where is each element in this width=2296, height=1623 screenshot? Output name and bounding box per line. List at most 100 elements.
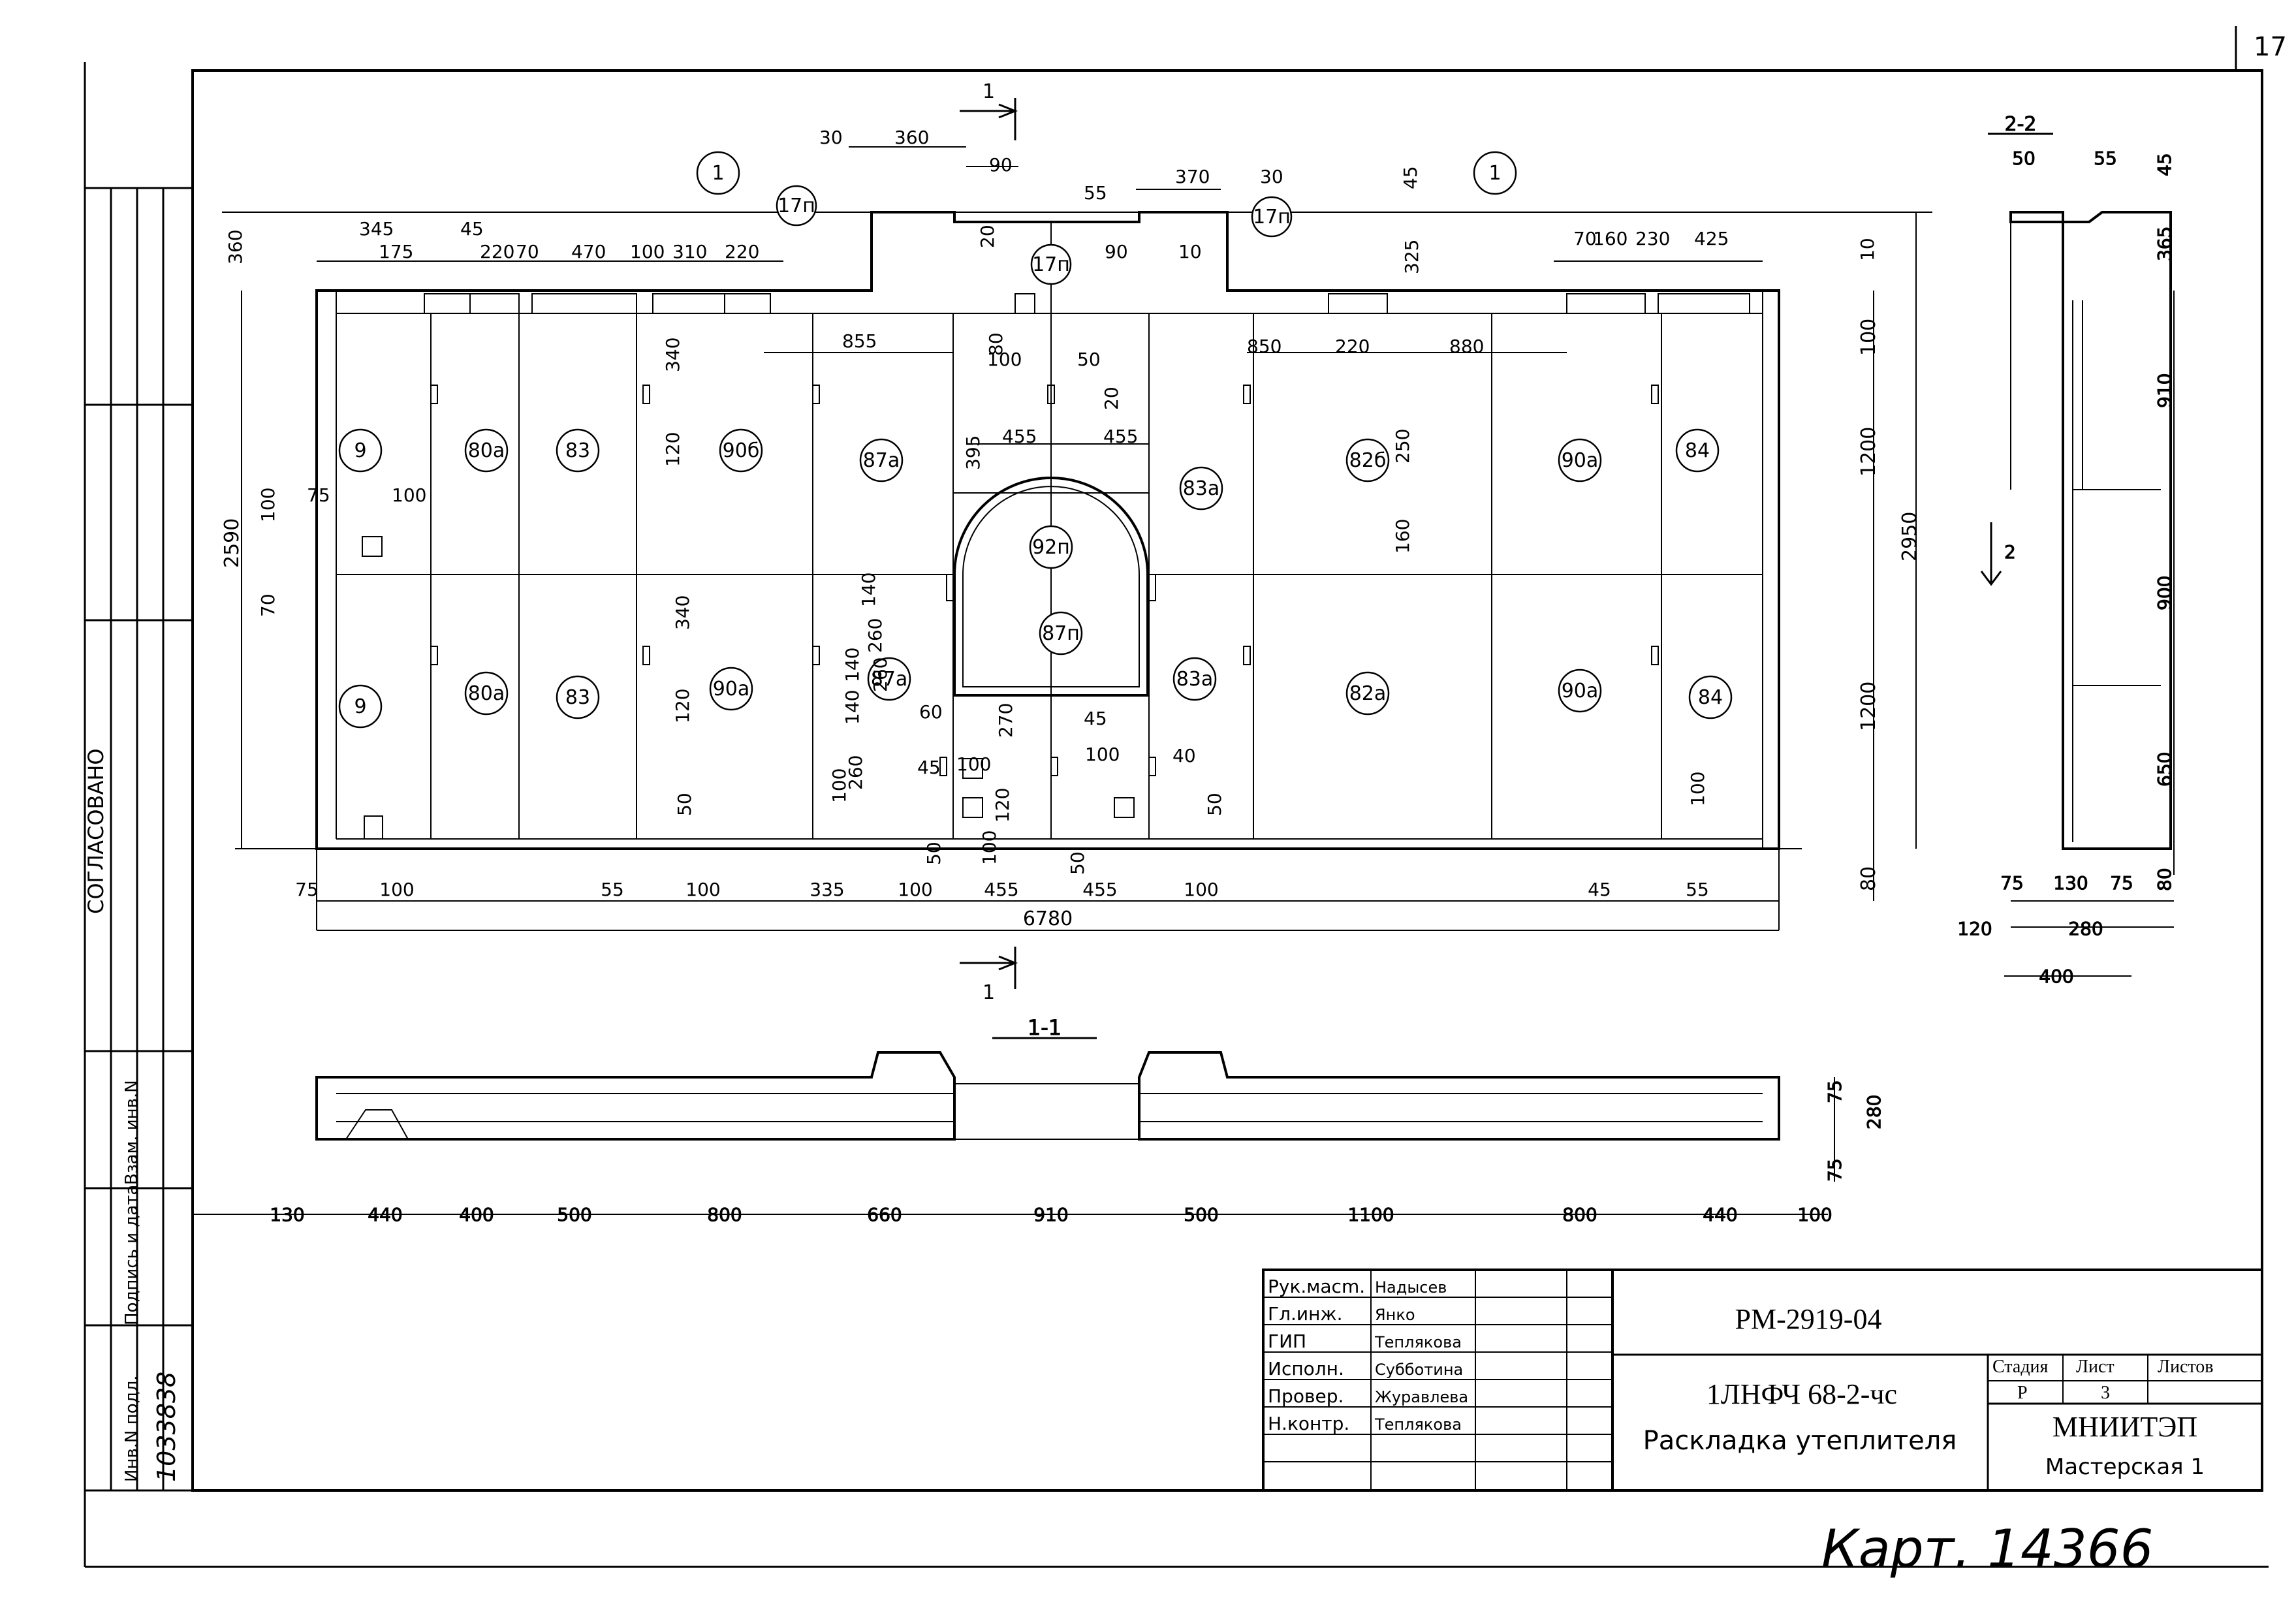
overall-height-label: 2590 xyxy=(221,518,244,568)
dimension-label: 800 xyxy=(707,1204,742,1225)
dimension-label: 45 xyxy=(2154,153,2175,176)
dimension-label: 90 xyxy=(989,154,1013,176)
dimension-label: 470 xyxy=(571,241,606,262)
dimension-label: 910 xyxy=(2154,373,2175,408)
signature-date-label: Подпись и дата xyxy=(122,1185,142,1325)
corner-number: 17 xyxy=(2254,32,2287,62)
stage-header: Стадия xyxy=(1992,1357,2049,1377)
window-opening-inner xyxy=(962,486,1140,687)
sheet-number: 3 xyxy=(2101,1383,2110,1403)
dimension-label: 660 xyxy=(867,1204,902,1225)
organization: МНИИТЭП xyxy=(2052,1411,2197,1443)
dimension-label: 120 xyxy=(672,689,693,723)
overall-width-label: 6780 xyxy=(1023,907,1073,930)
dimension-label: 75 xyxy=(1824,1158,1846,1182)
dimension-label: 140 xyxy=(841,648,863,682)
dimension-label: 220 xyxy=(725,241,759,262)
callout-marker-circle xyxy=(1473,151,1517,195)
dimension-label: 650 xyxy=(2154,752,2175,787)
dimension-label: 910 xyxy=(1033,1204,1068,1225)
dimension-label: 100 xyxy=(1085,744,1120,765)
dimension-label: 45 xyxy=(1588,879,1611,900)
callout-marker: 1 xyxy=(1488,162,1501,185)
name-label: Надысев xyxy=(1375,1278,1447,1297)
panel-marker-circle xyxy=(1688,675,1733,719)
dimension-label: 90 xyxy=(1105,241,1128,262)
dimension-label: 335 xyxy=(810,879,844,900)
dimension-label: 360 xyxy=(225,230,246,264)
dimension-label: 30 xyxy=(1260,166,1283,187)
dimension-label: 100 xyxy=(1797,1204,1832,1225)
dimension-label: 100 xyxy=(828,768,850,803)
panel-marker: 90а xyxy=(1562,449,1599,472)
insert-marker-circle xyxy=(776,185,817,227)
dimension-label: 345 xyxy=(359,218,394,240)
dimension-label: 140 xyxy=(858,573,879,607)
dimension-label: 50 xyxy=(923,842,945,865)
section-mark: 1 xyxy=(983,80,995,103)
panel-marker-circle xyxy=(719,428,763,473)
panel-marker-circle xyxy=(1172,657,1217,701)
dimension-label: 10 xyxy=(1857,238,1878,261)
dimension-label: 120 xyxy=(992,788,1013,823)
dimension-label: 400 xyxy=(2039,966,2073,987)
dimension-label: 1100 xyxy=(1347,1204,1394,1225)
dimension-label: 120 xyxy=(662,432,684,467)
section-mark: 1 xyxy=(983,981,995,1004)
dimension-label: 55 xyxy=(2094,148,2117,169)
insert-marker: 17п xyxy=(1253,206,1291,228)
dimension-label: 55 xyxy=(1686,879,1709,900)
dimension-label: 45 xyxy=(917,757,941,778)
dimension-label: 45 xyxy=(460,218,484,240)
panel-marker-circle xyxy=(464,428,509,473)
role-label: Исполн. xyxy=(1268,1358,1344,1379)
sheets-header: Листов xyxy=(2158,1357,2214,1377)
dimension-label: 260 xyxy=(845,755,866,790)
panel-marker: 9 xyxy=(354,439,366,462)
dimension-label: 800 xyxy=(1562,1204,1597,1225)
dimension-label: 310 xyxy=(672,241,707,262)
title-block-rows xyxy=(1263,1297,1612,1462)
dimension-label: 260 xyxy=(870,657,891,692)
doc-code: РМ-2919-04 xyxy=(1735,1303,1882,1335)
callout-marker: 1 xyxy=(712,162,724,185)
dimension-label: 360 xyxy=(894,127,929,148)
product-code: 1ЛНФЧ 68-2-чс xyxy=(1706,1378,1897,1410)
dimension-label: 455 xyxy=(1103,426,1138,447)
dimension-label: 80 xyxy=(985,332,1007,356)
dimension-label: 75 xyxy=(2000,872,2024,894)
dimension-label: 100 xyxy=(257,488,279,522)
dimension-label: 100 xyxy=(379,879,414,900)
dimension-label: 455 xyxy=(1082,879,1117,900)
dimension-label: 880 xyxy=(1449,336,1484,357)
panel-marker: 90а xyxy=(1562,680,1599,702)
stage-value: Р xyxy=(2017,1383,2028,1403)
panel-marker: 90б xyxy=(723,439,760,462)
dimension-label: 100 xyxy=(987,349,1022,370)
dimension-label: 100 xyxy=(1687,772,1708,806)
dimension-label: 75 xyxy=(307,484,330,506)
insert-marker-circle xyxy=(1030,244,1072,285)
name-label: Журавлева xyxy=(1375,1388,1468,1406)
dimension-label: 130 xyxy=(2053,872,2088,894)
insert-marker: 17п xyxy=(1032,253,1070,276)
callout-marker-circle xyxy=(696,151,740,195)
window-opening-outer xyxy=(953,477,1149,697)
dimension-label: 80 xyxy=(2154,868,2175,891)
dimension-label: 100 xyxy=(1857,319,1880,356)
dimension-label: 120 xyxy=(1957,918,1992,939)
panel-marker: 90а xyxy=(713,678,750,701)
dimension-label: 20 xyxy=(1101,386,1122,410)
insert-marker: 17п xyxy=(778,195,815,217)
dimension-label: 70 xyxy=(257,593,279,617)
panel-marker: 87п xyxy=(1042,622,1080,645)
dimension-label: 130 xyxy=(270,1204,304,1225)
dimension-label: 400 xyxy=(459,1204,494,1225)
panel-marker-circle xyxy=(1179,466,1223,511)
dimension-label: 100 xyxy=(898,879,932,900)
dimension-label: 10 xyxy=(1178,241,1202,262)
title-block-people: Рук.масm.Гл.инж.ГИПИсполн.Провер.Н.контр… xyxy=(1268,1276,1468,1434)
dimension-label: 500 xyxy=(557,1204,591,1225)
name-label: Теплякова xyxy=(1374,1333,1462,1351)
